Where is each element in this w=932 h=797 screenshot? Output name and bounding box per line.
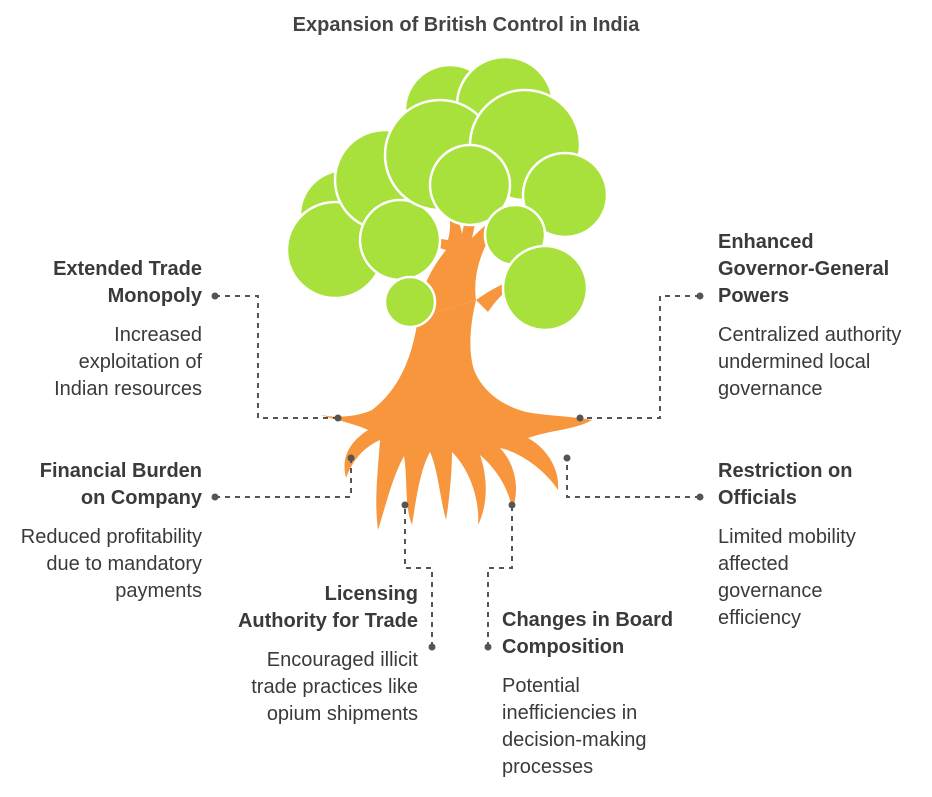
item-heading: Licensing Authority for Trade bbox=[237, 583, 418, 632]
item-description: Encouraged illicit trade practices like … bbox=[251, 649, 418, 725]
tree-foliage bbox=[285, 55, 609, 332]
item-heading: Financial Burden on Company bbox=[39, 460, 202, 509]
item-heading: Extended Trade Monopoly bbox=[53, 258, 202, 307]
item-extended-trade-monopoly: Extended Trade Monopoly Increased exploi… bbox=[20, 256, 202, 403]
item-financial-burden: Financial Burden on Company Reduced prof… bbox=[10, 458, 202, 605]
item-heading: Enhanced Governor-General Powers bbox=[718, 231, 890, 307]
tree-roots bbox=[318, 300, 592, 530]
connector-dots bbox=[211, 292, 704, 651]
connector-lines bbox=[215, 295, 700, 647]
item-governor-general-powers: Enhanced Governor-General Powers Central… bbox=[718, 229, 914, 403]
item-restriction-officials: Restriction on Officials Limited mobilit… bbox=[718, 458, 898, 632]
item-board-composition: Changes in Board Composition Potential i… bbox=[502, 607, 692, 781]
item-description: Limited mobility affected governance eff… bbox=[718, 526, 856, 629]
item-heading: Restriction on Officials bbox=[718, 460, 853, 509]
diagram-title: Expansion of British Control in India bbox=[292, 14, 640, 36]
item-description: Potential inefficiencies in decision-mak… bbox=[502, 675, 647, 778]
item-description: Reduced profitability due to mandatory p… bbox=[20, 526, 202, 602]
item-description: Increased exploitation of Indian resourc… bbox=[54, 324, 202, 400]
item-licensing-authority: Licensing Authority for Trade Encouraged… bbox=[236, 581, 418, 728]
item-heading: Changes in Board Composition bbox=[502, 609, 674, 658]
item-description: Centralized authority undermined local g… bbox=[718, 324, 902, 400]
